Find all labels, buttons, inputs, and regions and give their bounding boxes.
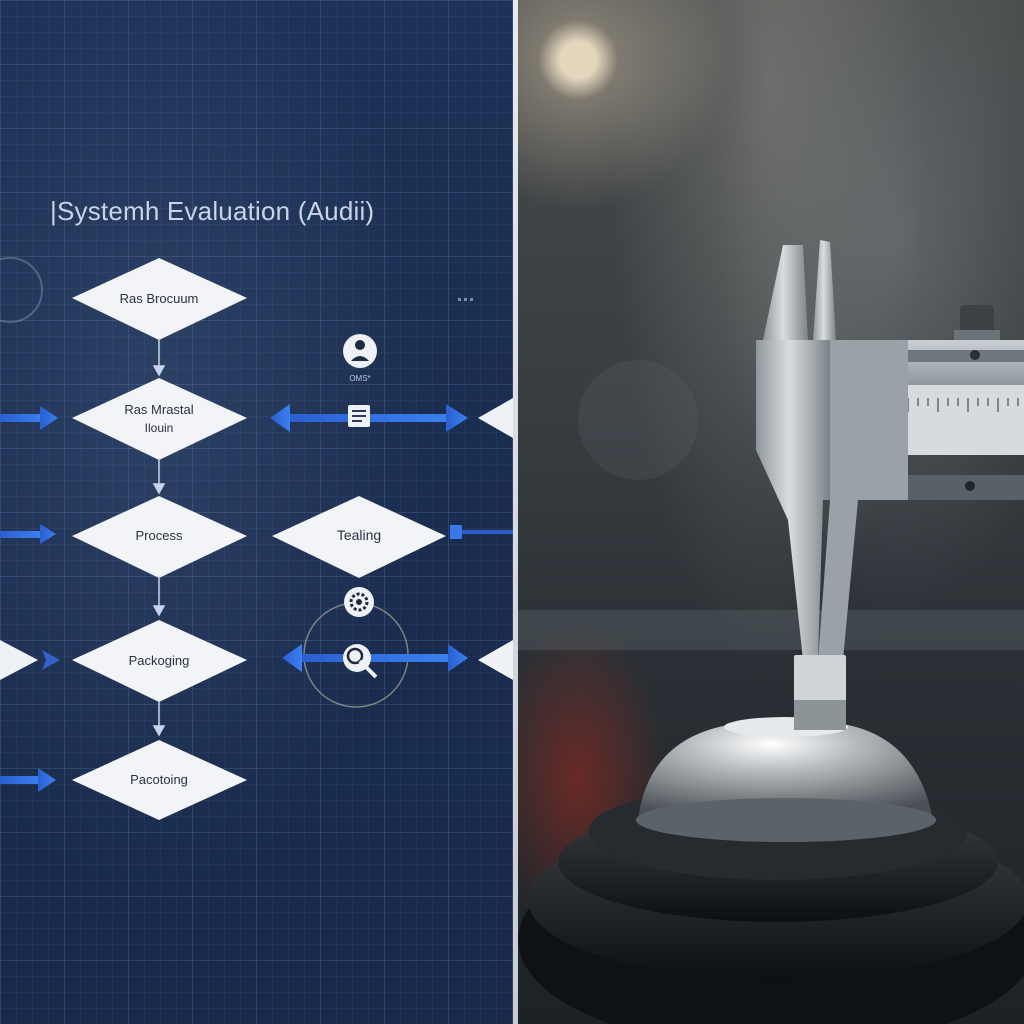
flow-node: Ras Mrastal Ilouin	[72, 378, 247, 460]
gear-icon	[344, 587, 374, 617]
caliper-illustration	[518, 240, 1024, 1024]
caliper	[756, 240, 1024, 730]
arrow-right	[0, 524, 56, 544]
connector-arrowhead	[152, 725, 166, 737]
svg-text:Tealing: Tealing	[337, 527, 381, 543]
edge-node	[0, 640, 38, 680]
flow-node: Packoging	[72, 620, 247, 702]
arrow-small	[42, 650, 60, 670]
caliper-photo	[518, 0, 1024, 1024]
connector-arrowhead	[152, 365, 166, 377]
document-icon	[348, 405, 370, 427]
panel-divider	[513, 0, 518, 1024]
flow-node: Process	[72, 496, 247, 578]
svg-text:Pacotoing: Pacotoing	[130, 772, 188, 787]
flowchart-panel: |Systemh Evaluation (Audii)	[0, 0, 513, 1024]
bokeh-shelf	[518, 610, 1024, 650]
magnifier-icon	[343, 644, 378, 679]
flow-node: Pacotoing	[72, 740, 247, 820]
bokeh	[578, 360, 698, 480]
edge-node	[478, 640, 513, 680]
arrow-right	[0, 768, 56, 792]
page-title: |Systemh Evaluation (Audii)	[50, 196, 375, 226]
dot	[458, 298, 461, 301]
flow-node: Tealing	[272, 496, 446, 578]
icon-caption: OMS*	[349, 374, 370, 383]
blueprint-grid	[0, 0, 513, 1024]
svg-text:Process: Process	[136, 528, 183, 543]
connector-arrowhead	[152, 483, 166, 495]
decorative-ring	[0, 257, 43, 323]
dot	[464, 298, 467, 301]
edge-node	[478, 398, 513, 438]
arrow-short	[450, 525, 513, 539]
svg-text:Ras Mrastal: Ras Mrastal	[124, 402, 193, 417]
metal-part	[636, 717, 936, 842]
svg-text:Ras Brocuum: Ras Brocuum	[120, 291, 199, 306]
flow-node: Ras Brocuum	[72, 258, 247, 340]
user-group-icon	[343, 334, 377, 368]
flowchart: Ras Brocuum Ras Mrastal Ilouin Process T…	[0, 257, 513, 820]
connector-arrowhead	[152, 605, 166, 617]
arrow-right	[0, 406, 58, 430]
dot	[470, 298, 473, 301]
arrow-bidirectional	[282, 644, 468, 672]
svg-text:Packoging: Packoging	[129, 653, 190, 668]
svg-text:Ilouin: Ilouin	[145, 421, 174, 435]
